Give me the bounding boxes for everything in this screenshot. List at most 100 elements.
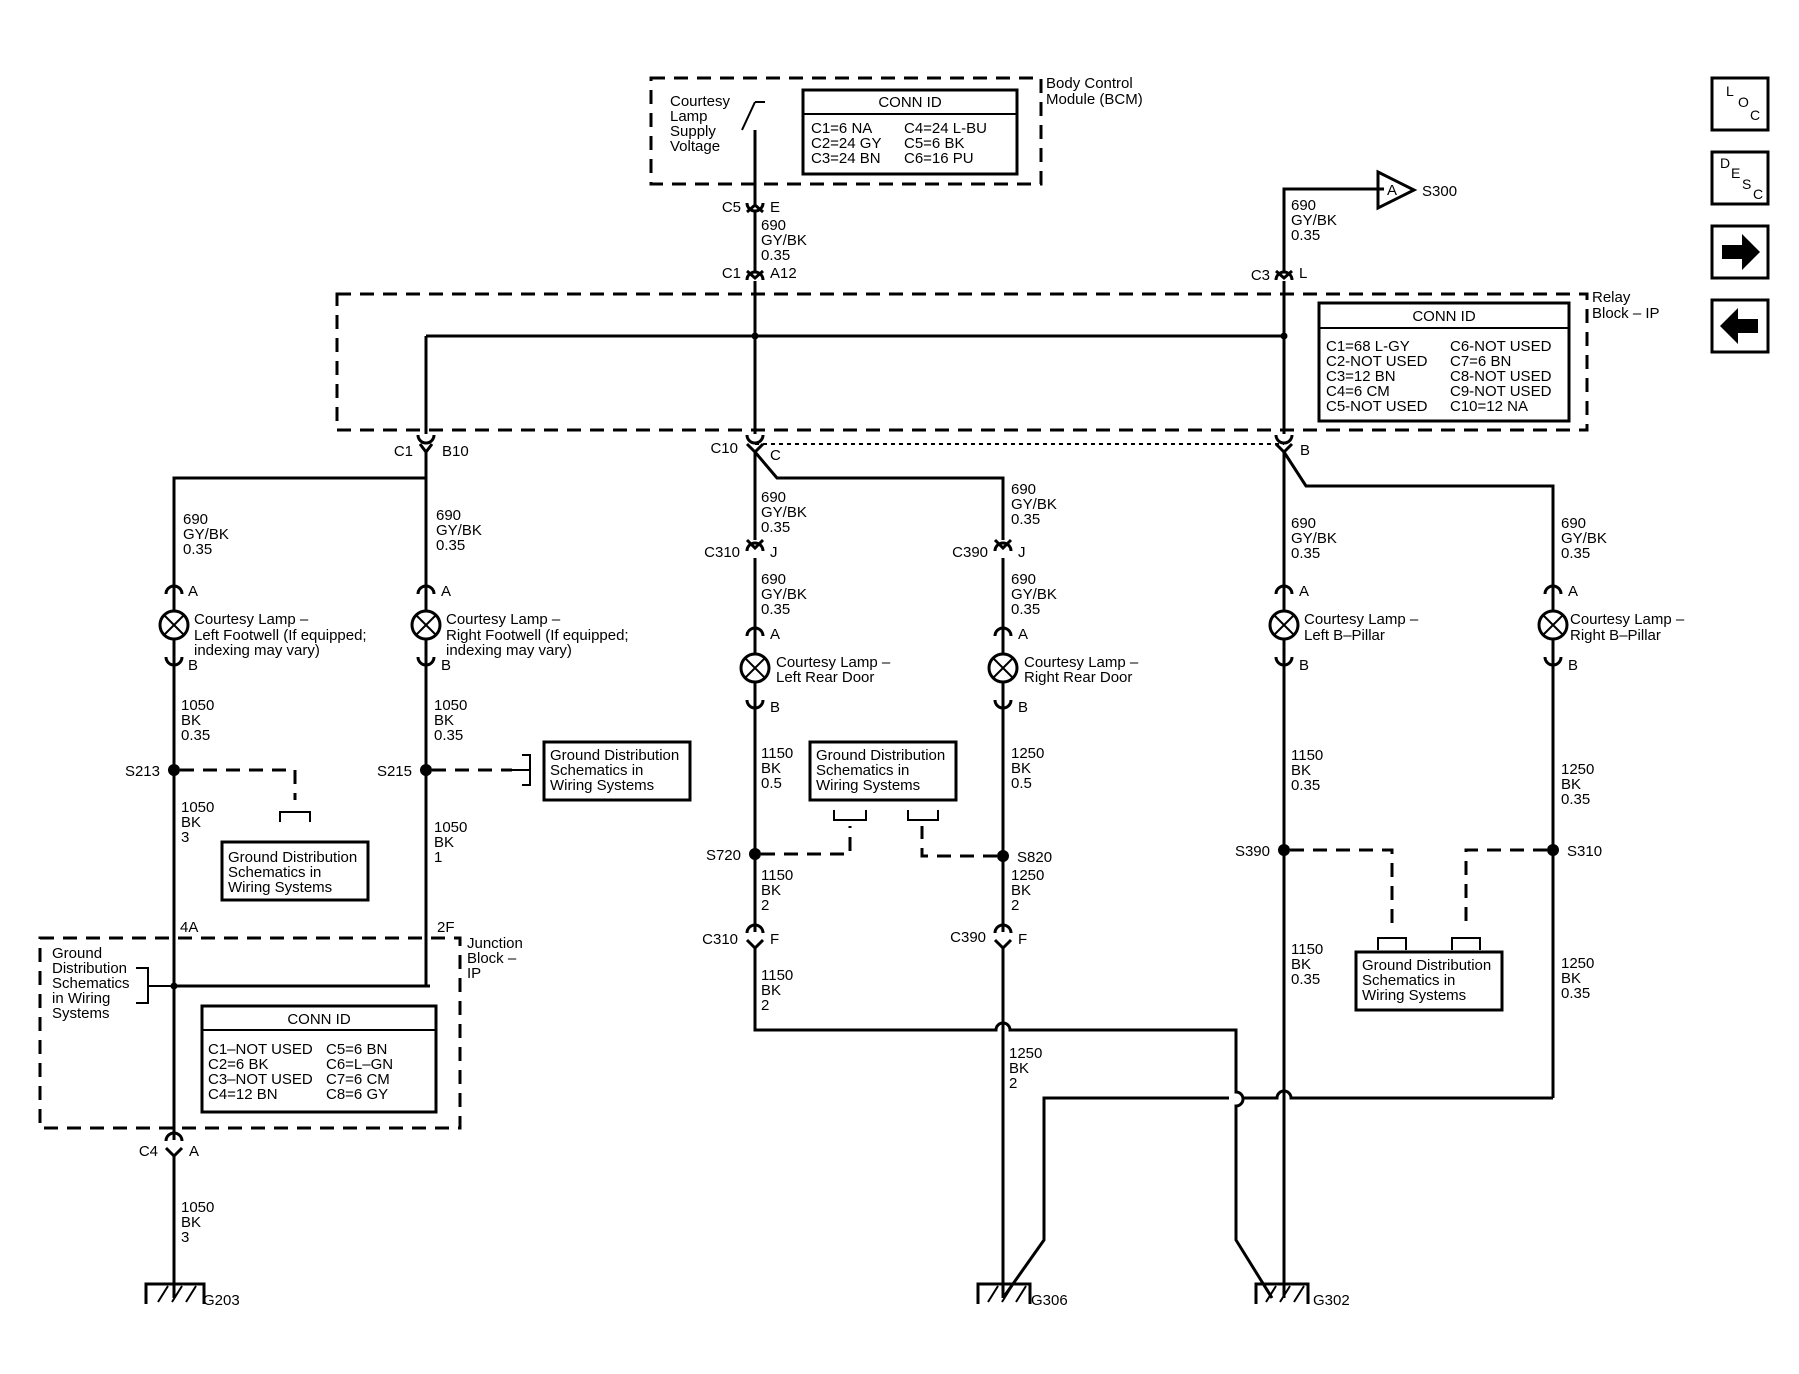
svg-text:GY/BK: GY/BK xyxy=(1291,212,1337,229)
svg-text:1250: 1250 xyxy=(1009,1045,1042,1062)
lamp-left-b-pillar: A B Courtesy Lamp – Left B–Pillar xyxy=(1268,582,1419,674)
lf-label-2: Left Footwell (If equipped; xyxy=(194,627,367,644)
svg-text:0.35: 0.35 xyxy=(1561,985,1590,1002)
svg-text:GY/BK: GY/BK xyxy=(436,522,482,539)
relay-conn-c2: C2-NOT USED xyxy=(1326,353,1428,370)
svg-text:BK: BK xyxy=(181,1214,201,1231)
bcm-supply-4: Voltage xyxy=(670,138,720,155)
svg-text:GY/BK: GY/BK xyxy=(1011,586,1057,603)
svg-text:S: S xyxy=(1742,176,1751,192)
svg-text:0.35: 0.35 xyxy=(1561,545,1590,562)
conn-c390-f-pin: F xyxy=(1018,931,1027,948)
junction-block-name-2: Block – xyxy=(467,950,517,967)
svg-text:C: C xyxy=(1750,107,1760,123)
svg-text:1250: 1250 xyxy=(1561,955,1594,972)
gds-s213-3: Wiring Systems xyxy=(228,879,332,896)
gds-box-rear-door: Ground Distribution Schematics in Wiring… xyxy=(808,740,958,802)
svg-text:0.5: 0.5 xyxy=(761,775,782,792)
svg-text:O: O xyxy=(1738,94,1749,110)
conn-c1-top-pin: A12 xyxy=(770,265,797,282)
bcm-conn-title: CONN ID xyxy=(878,94,942,111)
rf-pin-a: A xyxy=(441,583,451,600)
jb-conn-c2: C2=6 BK xyxy=(208,1056,268,1073)
svg-text:1050: 1050 xyxy=(181,1199,214,1216)
junction-block-name: Junction xyxy=(467,935,523,952)
connectors: C5 E C1 A12 C3 L C1 B10 C10 C B C310 J C… xyxy=(139,199,1310,1160)
jb-conn-title: CONN ID xyxy=(287,1011,351,1028)
rb-pin-b: B xyxy=(1568,657,1578,674)
ground-g203: G203 xyxy=(203,1292,240,1309)
svg-text:BK: BK xyxy=(1561,776,1581,793)
conn-c390-j-pin: J xyxy=(1018,544,1026,561)
bcm-supply-3: Supply xyxy=(670,123,716,140)
gds-bp-3: Wiring Systems xyxy=(1362,987,1466,1004)
svg-text:0.35: 0.35 xyxy=(761,247,790,264)
lf-pin-b: B xyxy=(188,657,198,674)
offpage-target: S300 xyxy=(1422,183,1457,200)
svg-text:1250: 1250 xyxy=(1011,745,1044,762)
svg-text:BK: BK xyxy=(761,882,781,899)
lr-label-1: Courtesy Lamp – xyxy=(776,654,891,671)
svg-text:2: 2 xyxy=(761,997,769,1014)
svg-text:BK: BK xyxy=(1291,956,1311,973)
lamp-right-footwell: A B Courtesy Lamp – Right Footwell (If e… xyxy=(410,582,629,674)
back-button[interactable] xyxy=(1710,298,1770,354)
svg-text:BK: BK xyxy=(1009,1060,1029,1077)
svg-text:BK: BK xyxy=(1011,882,1031,899)
gds-box-b-pillar: Ground Distribution Schematics in Wiring… xyxy=(1354,950,1504,1012)
desc-button[interactable]: D E S C xyxy=(1710,150,1770,206)
loc-button[interactable]: L O C xyxy=(1710,76,1770,132)
svg-text:0.35: 0.35 xyxy=(761,519,790,536)
lr-label-2: Left Rear Door xyxy=(776,669,874,686)
ground-g306-icon: G306 xyxy=(976,1282,1068,1309)
svg-text:BK: BK xyxy=(761,982,781,999)
bcm-module: Body Control Module (BCM) Courtesy Lamp … xyxy=(649,75,1143,186)
jb-conn-c4: C4=12 BN xyxy=(208,1086,278,1103)
bcm-conn-c6: C6=16 PU xyxy=(904,150,974,167)
svg-text:3: 3 xyxy=(181,829,189,846)
gds-s215-3: Wiring Systems xyxy=(550,777,654,794)
splice-s213: S213 xyxy=(125,763,160,780)
jb-conn-c7: C7=6 CM xyxy=(326,1071,390,1088)
junction-block: Junction Block – IP Ground Distribution … xyxy=(38,919,523,1130)
bcm-conn-c1: C1=6 NA xyxy=(811,120,872,137)
svg-text:0.35: 0.35 xyxy=(436,537,465,554)
bcm-supply-2: Lamp xyxy=(670,108,708,125)
conn-c4-pin: A xyxy=(189,1143,199,1160)
forward-button[interactable] xyxy=(1710,224,1770,280)
rr-label-2: Right Rear Door xyxy=(1024,669,1132,686)
ground-g302-icon: G302 xyxy=(1254,1282,1350,1309)
svg-text:0.5: 0.5 xyxy=(1011,775,1032,792)
svg-text:0.35: 0.35 xyxy=(1291,227,1320,244)
rf-label-3: indexing may vary) xyxy=(446,642,572,659)
splice-s310: S310 xyxy=(1567,843,1602,860)
lb-label-2: Left B–Pillar xyxy=(1304,627,1385,644)
relay-conn-c4: C4=6 CM xyxy=(1326,383,1390,400)
bcm-conn-c4: C4=24 L-BU xyxy=(904,120,987,137)
svg-text:2: 2 xyxy=(1009,1075,1017,1092)
conn-c390-j: C390 xyxy=(952,544,988,561)
offpage-arrow-s300: A S300 xyxy=(1376,169,1457,211)
jb-gds-5: Systems xyxy=(52,1005,110,1022)
lb-pin-b: B xyxy=(1299,657,1309,674)
jb-gds-2: Distribution xyxy=(52,960,127,977)
svg-text:1250: 1250 xyxy=(1011,867,1044,884)
svg-text:BK: BK xyxy=(434,834,454,851)
rr-pin-a: A xyxy=(1018,626,1028,643)
svg-text:GY/BK: GY/BK xyxy=(1291,530,1337,547)
svg-text:1050: 1050 xyxy=(434,697,467,714)
gds-s215-2: Schematics in xyxy=(550,762,643,779)
gds-rear-3: Wiring Systems xyxy=(816,777,920,794)
conn-c1-b10-pin: B10 xyxy=(442,443,469,460)
jb-conn-c3: C3–NOT USED xyxy=(208,1071,313,1088)
svg-text:1050: 1050 xyxy=(181,697,214,714)
conn-c10: C10 xyxy=(710,440,738,457)
svg-text:1050: 1050 xyxy=(434,819,467,836)
jb-pin-2f: 2F xyxy=(437,919,455,936)
rr-pin-b: B xyxy=(1018,699,1028,716)
